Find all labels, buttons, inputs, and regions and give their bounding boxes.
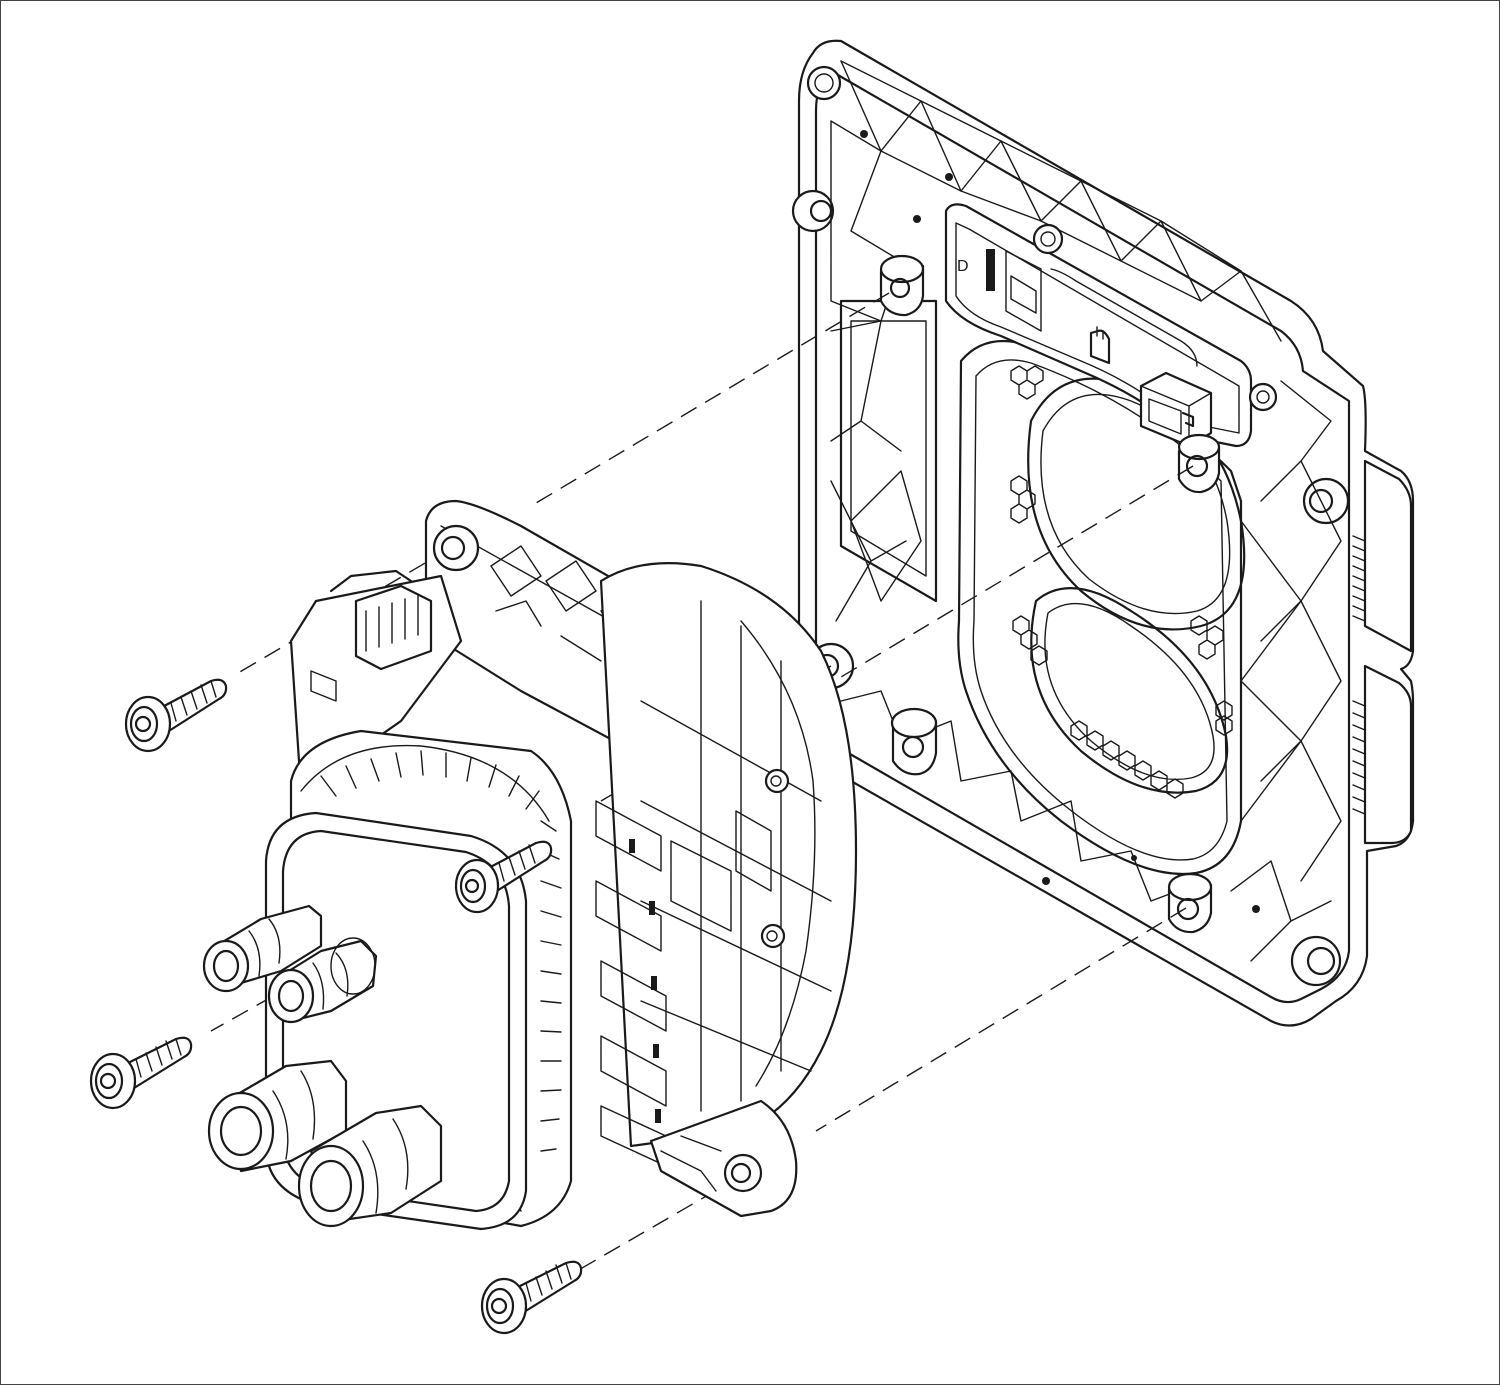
plate-connector-block xyxy=(1139,371,1213,448)
socket-label: D xyxy=(957,258,969,275)
plate-boss-lower-right xyxy=(1167,872,1213,934)
plate-small-boss-top xyxy=(1032,223,1064,255)
pump-unit xyxy=(202,499,858,1231)
plate-boss-upper xyxy=(879,254,925,317)
hose-nozzle-upper-left xyxy=(202,904,323,993)
screw-bottom xyxy=(480,1260,583,1335)
hose-nozzle-lower-left xyxy=(207,1059,348,1173)
screw-installed-front xyxy=(454,840,553,914)
plate-corner-hole-bottom-right xyxy=(1290,935,1342,987)
plate-lower-oval-recess xyxy=(1030,587,1229,794)
plate-corner-hole-right xyxy=(1302,477,1350,525)
plate-boss-lower-left xyxy=(890,707,938,776)
pump-lower-ear xyxy=(649,1099,798,1218)
housing-side-slots xyxy=(595,800,667,1167)
hose-nozzle-upper-right xyxy=(267,937,378,1024)
plate-boss-middle-right xyxy=(1177,433,1221,494)
mounting-plate: D xyxy=(791,39,1415,1027)
hose-nozzle-lower-right xyxy=(297,1104,443,1228)
clip-marker-icon xyxy=(1089,326,1111,365)
plate-corner-hole-top-left xyxy=(806,65,842,101)
housing-ribs xyxy=(640,600,832,1112)
screw-top-left xyxy=(124,678,228,753)
plate-small-boss-right xyxy=(1248,382,1278,412)
screw-middle-left xyxy=(89,1036,193,1110)
plate-corner-hole-left xyxy=(791,189,835,233)
